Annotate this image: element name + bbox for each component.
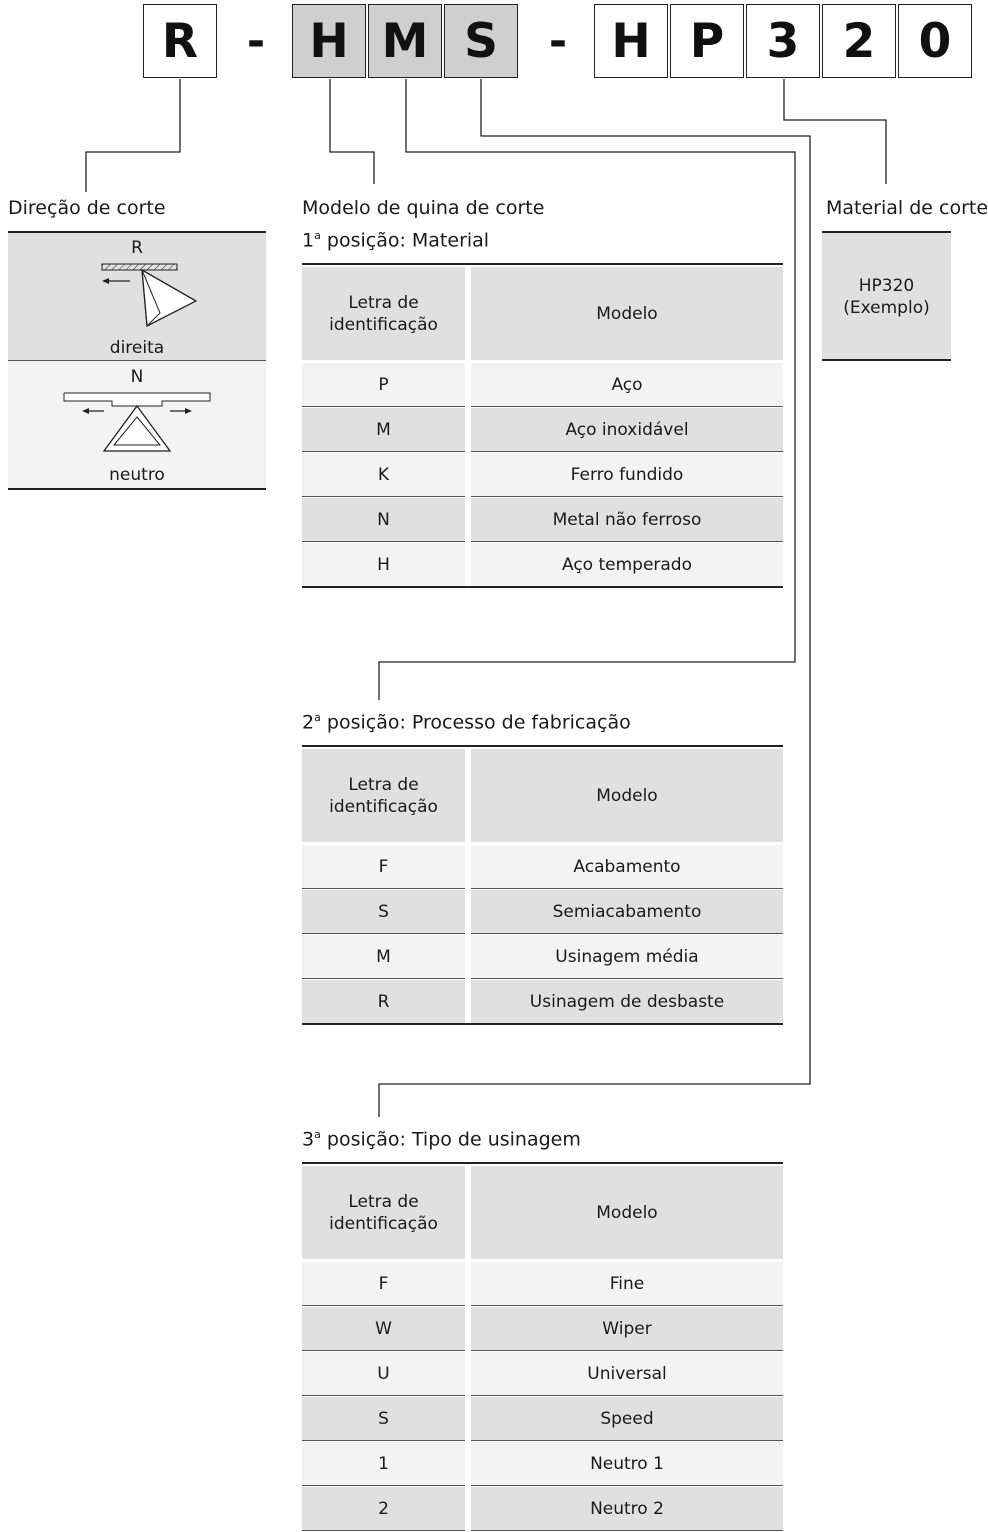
header-model: Modelo <box>471 749 783 842</box>
direction-option-right: R direita <box>8 231 266 361</box>
row-letter: M <box>302 935 465 979</box>
header-model: Modelo <box>471 267 783 360</box>
row-model: Neutro 2 <box>471 1487 783 1531</box>
row-letter: P <box>302 363 465 407</box>
row-model: Wiper <box>471 1307 783 1351</box>
position-2-heading: 2a posição: Processo de fabricação <box>302 711 631 734</box>
connector-material-position <box>329 79 375 184</box>
row-model: Aço temperado <box>471 543 783 587</box>
direction-heading: Direção de corte <box>8 197 166 219</box>
connector-direction <box>85 79 181 192</box>
row-letter: U <box>302 1352 465 1396</box>
direction-letter: R <box>131 238 143 258</box>
row-model: Metal não ferroso <box>471 498 783 542</box>
code-box-type: S <box>444 4 518 78</box>
connector-cutting-material <box>783 79 887 184</box>
direction-caption: neutro <box>109 465 165 485</box>
row-model: Usinagem média <box>471 935 783 979</box>
code-separator: - <box>246 15 266 67</box>
direction-caption: direita <box>109 338 165 358</box>
row-letter: S <box>302 890 465 934</box>
row-model: Usinagem de desbaste <box>471 980 783 1024</box>
model-heading: Modelo de quina de corte <box>302 197 545 219</box>
row-model: Universal <box>471 1352 783 1396</box>
row-letter: N <box>302 498 465 542</box>
row-model: Semiacabamento <box>471 890 783 934</box>
position-1-heading: 1a posição: Material <box>302 229 490 252</box>
row-model: Acabamento <box>471 845 783 889</box>
material-panel: HP320(Exemplo) <box>822 231 951 361</box>
code-box-process: M <box>368 4 442 78</box>
material-heading: Material de corte <box>826 197 988 219</box>
row-letter: F <box>302 845 465 889</box>
table-bottom-rule <box>302 586 783 588</box>
direction-option-neutral: N neutro <box>8 361 266 490</box>
direction-letter: N <box>130 367 144 387</box>
right-hand-insert-icon <box>101 263 198 328</box>
code-box-material: H <box>292 4 366 78</box>
row-letter: S <box>302 1397 465 1441</box>
header-model: Modelo <box>471 1166 783 1259</box>
row-letter: 2 <box>302 1487 465 1531</box>
table-bottom-rule <box>302 1023 783 1025</box>
neutral-insert-icon <box>63 392 211 452</box>
code-box-grade-4: 2 <box>822 4 896 78</box>
code-box-direction: R <box>143 4 217 78</box>
row-model: Aço inoxidável <box>471 408 783 452</box>
direction-panel: R direita N <box>8 231 266 490</box>
row-model: Neutro 1 <box>471 1442 783 1486</box>
row-model: Ferro fundido <box>471 453 783 497</box>
row-letter: R <box>302 980 465 1024</box>
row-letter: K <box>302 453 465 497</box>
row-letter: M <box>302 408 465 452</box>
row-model: Fine <box>471 1262 783 1306</box>
row-letter: 1 <box>302 1442 465 1486</box>
code-separator: - <box>548 15 568 67</box>
code-box-grade-3: 3 <box>746 4 820 78</box>
position-3-heading: 3a posição: Tipo de usinagem <box>302 1128 581 1151</box>
row-model: Speed <box>471 1397 783 1441</box>
code-box-grade-2: P <box>670 4 744 78</box>
code-box-grade-1: H <box>594 4 668 78</box>
row-letter: F <box>302 1262 465 1306</box>
row-letter: H <box>302 543 465 587</box>
row-model: Aço <box>471 363 783 407</box>
row-letter: W <box>302 1307 465 1351</box>
code-box-grade-5: 0 <box>898 4 972 78</box>
material-value: HP320(Exemplo) <box>843 276 930 318</box>
